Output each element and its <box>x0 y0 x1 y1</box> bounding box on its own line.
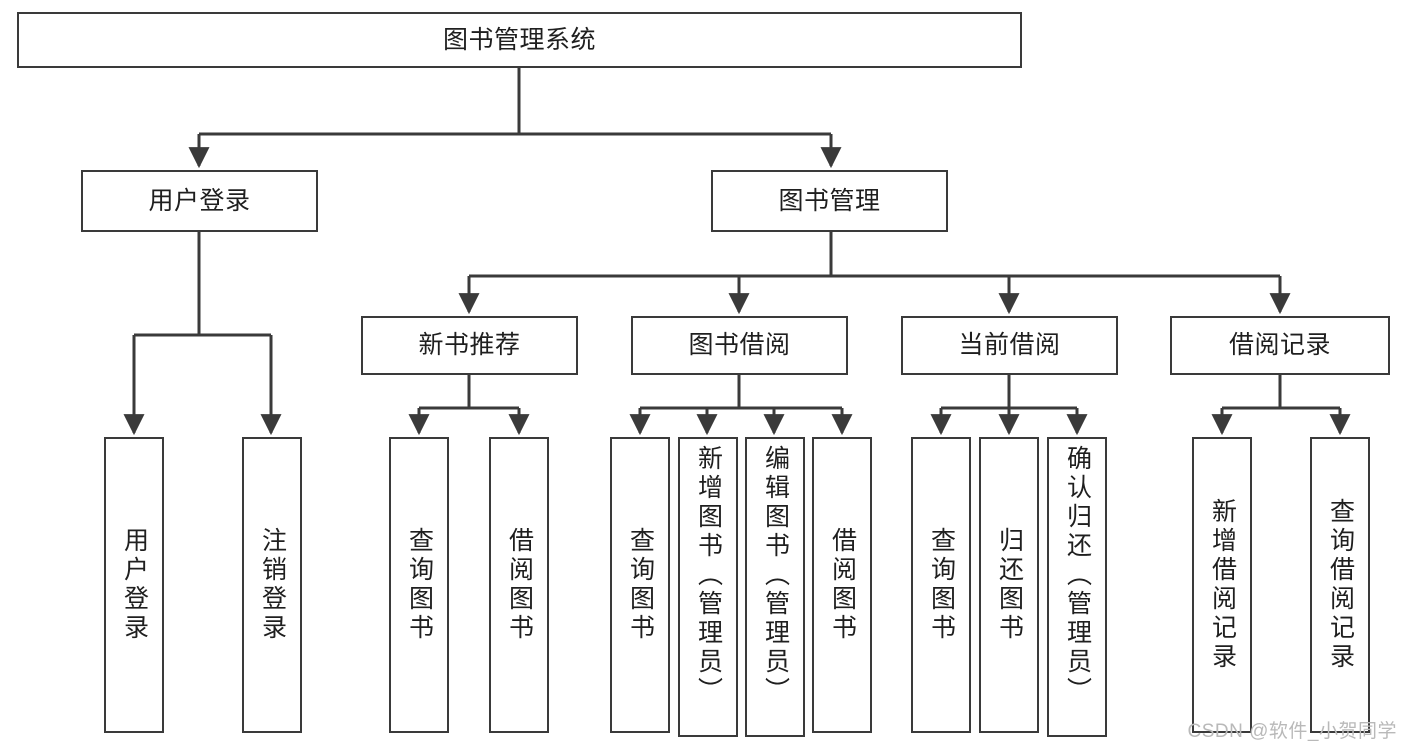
leaf-add-borrow-record[interactable]: 新增借阅记录 <box>1192 437 1252 733</box>
node-borrow-records[interactable]: 借阅记录 <box>1170 316 1390 375</box>
node-label: 查询图书 <box>927 527 956 643</box>
leaf-borrow-books[interactable]: 借阅图书 <box>812 437 872 733</box>
node-label: 查询借阅记录 <box>1326 498 1355 672</box>
leaf-confirm-return-admin[interactable]: 确认归还（管理员） <box>1047 437 1107 737</box>
leaf-user-login[interactable]: 用户登录 <box>104 437 164 733</box>
node-label: 借阅图书 <box>505 527 534 643</box>
node-current-borrow[interactable]: 当前借阅 <box>901 316 1118 375</box>
node-root-system[interactable]: 图书管理系统 <box>17 12 1022 68</box>
node-label: 注销登录 <box>258 527 287 643</box>
node-user-login[interactable]: 用户登录 <box>81 170 318 232</box>
node-label: 查询图书 <box>626 527 655 643</box>
node-label: 新书推荐 <box>418 331 521 360</box>
leaf-query-books-recommend[interactable]: 查询图书 <box>389 437 449 733</box>
node-label: 确认归还（管理员） <box>1063 445 1092 706</box>
node-label: 归还图书 <box>995 527 1024 643</box>
node-label: 图书管理系统 <box>442 25 596 54</box>
leaf-logout[interactable]: 注销登录 <box>242 437 302 733</box>
leaf-query-borrow-record[interactable]: 查询借阅记录 <box>1310 437 1370 733</box>
node-label: 用户登录 <box>148 186 251 215</box>
node-label: 当前借阅 <box>958 331 1061 360</box>
node-label: 用户登录 <box>120 527 149 643</box>
leaf-add-book-admin[interactable]: 新增图书（管理员） <box>678 437 738 737</box>
node-book-borrow[interactable]: 图书借阅 <box>631 316 848 375</box>
leaf-borrow-books-recommend[interactable]: 借阅图书 <box>489 437 549 733</box>
node-label: 新增图书（管理员） <box>694 445 723 706</box>
node-label: 编辑图书（管理员） <box>761 445 790 706</box>
leaf-query-books-borrow[interactable]: 查询图书 <box>610 437 670 733</box>
csdn-watermark: CSDN @软件_小贺同学 <box>1187 721 1397 742</box>
node-book-management[interactable]: 图书管理 <box>711 170 948 232</box>
node-label: 查询图书 <box>405 527 434 643</box>
leaf-edit-book-admin[interactable]: 编辑图书（管理员） <box>745 437 805 737</box>
node-label: 借阅记录 <box>1228 331 1331 360</box>
leaf-query-books-current[interactable]: 查询图书 <box>911 437 971 733</box>
leaf-return-books[interactable]: 归还图书 <box>979 437 1039 733</box>
node-new-book-recommend[interactable]: 新书推荐 <box>361 316 578 375</box>
node-label: 图书借阅 <box>688 331 791 360</box>
node-label: 新增借阅记录 <box>1208 498 1237 672</box>
node-label: 借阅图书 <box>828 527 857 643</box>
node-label: 图书管理 <box>778 186 881 215</box>
